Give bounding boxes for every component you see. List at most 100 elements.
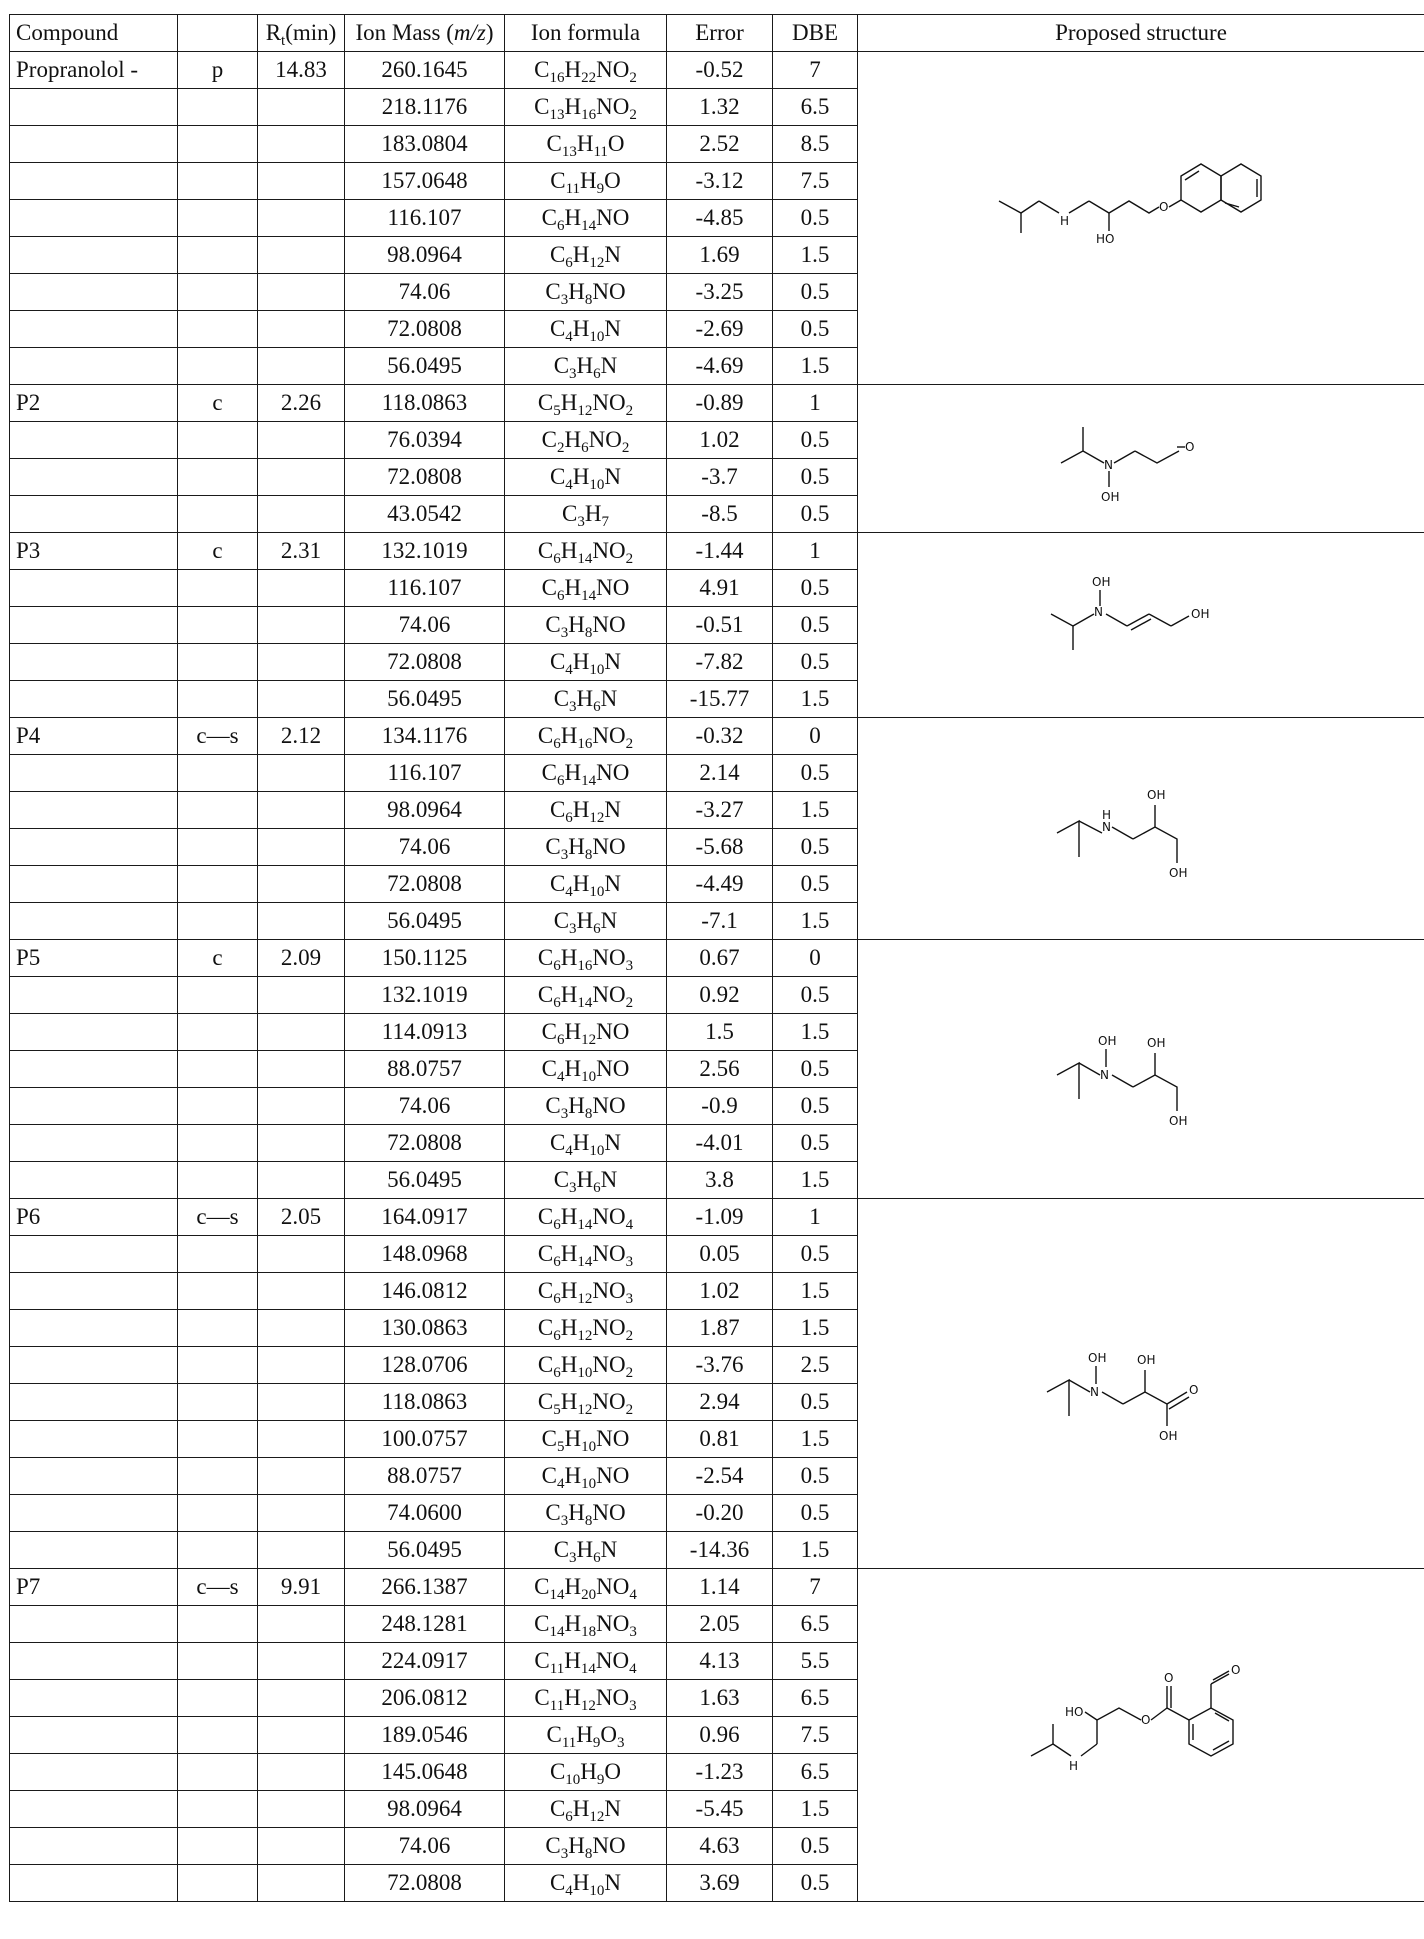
formula-element: C [534, 1685, 550, 1710]
formula-count: 6 [553, 1365, 561, 1381]
formula-element: C [534, 1611, 550, 1636]
formula-count: 14 [577, 1217, 593, 1233]
rt-cell [257, 1050, 345, 1088]
formula-element: C [562, 501, 578, 526]
compound-cell: Propranolol - [9, 51, 178, 89]
rt-cell [257, 1124, 345, 1162]
formula-count: 3 [569, 1550, 577, 1566]
formula-element: NO [592, 982, 626, 1007]
compound-cell [9, 1013, 178, 1051]
compound-cell [9, 680, 178, 718]
ion-formula-cell: C11H9O [504, 162, 667, 200]
compound-cell [9, 1531, 178, 1569]
formula-element: NO [592, 612, 626, 637]
error-cell: 3.8 [666, 1161, 773, 1199]
ion-mass-cell: 145.0648 [344, 1753, 505, 1791]
compound-cell: P6 [9, 1198, 178, 1236]
formula-element: H [568, 1093, 585, 1118]
ion-mass-cell: 116.107 [344, 754, 505, 792]
header-dbe: DBE [772, 14, 858, 52]
atom-label: O [1141, 1713, 1150, 1727]
formula-count: 10 [589, 884, 605, 900]
formula-count: 14 [549, 1587, 565, 1603]
formula-element: H [564, 1611, 582, 1636]
ion-mass-cell: 224.0917 [344, 1642, 505, 1680]
dbe-cell: 0.5 [772, 458, 858, 496]
compound-cell [9, 1494, 178, 1532]
formula-count: 2 [625, 736, 634, 752]
ion-formula-cell: C4H10NO [504, 1457, 667, 1495]
formula-count: 7 [601, 514, 609, 530]
formula-count: 14 [581, 773, 597, 789]
ion-formula-cell: C3H6N [504, 902, 667, 940]
formula-element: O [604, 1759, 622, 1784]
dbe-cell: 7 [772, 1568, 858, 1606]
formula-element: NO [592, 1833, 626, 1858]
error-cell: 1.5 [666, 1013, 773, 1051]
compound-cell: P7 [9, 1568, 178, 1606]
formula-count: 4 [565, 662, 573, 678]
atom-label: OH [1092, 575, 1110, 589]
formula-element: H [572, 649, 590, 674]
formula-element: H [564, 427, 582, 452]
compound-cell [9, 125, 178, 163]
code-cell [177, 1235, 258, 1273]
formula-count: 3 [560, 1106, 569, 1122]
dbe-cell: 1.5 [772, 1790, 858, 1828]
dbe-cell: 8.5 [772, 125, 858, 163]
formula-count: 12 [589, 810, 605, 826]
dbe-cell: 0.5 [772, 1864, 858, 1902]
formula-element: N [604, 797, 622, 822]
atom-label: H [1060, 214, 1069, 228]
compound-cell: P2 [9, 384, 178, 422]
formula-element: NO [596, 575, 630, 600]
formula-element: C [545, 612, 561, 637]
ion-formula-cell: C6H16NO2 [504, 717, 667, 755]
ion-formula-cell: C3H8NO [504, 828, 667, 866]
formula-count: 16 [577, 958, 593, 974]
error-cell: -3.7 [666, 458, 773, 496]
code-cell [177, 1494, 258, 1532]
formula-element: C [545, 834, 561, 859]
ion-mass-cell: 116.107 [344, 569, 505, 607]
formula-element: C [549, 464, 566, 489]
formula-element: H [564, 1426, 582, 1451]
ion-fragment-table: Compound Rt(min) Ion Mass (m/z) Ion form… [9, 14, 1424, 1902]
formula-element: C [537, 1315, 554, 1340]
error-cell: 1.87 [666, 1309, 773, 1347]
atom-label: OH [1169, 1114, 1187, 1128]
rt-cell [257, 495, 345, 533]
rt-cell [257, 162, 345, 200]
formula-element: H [560, 723, 578, 748]
compound-cell [9, 1087, 178, 1125]
formula-element: H [576, 353, 594, 378]
rt-cell [257, 88, 345, 126]
dbe-cell: 0.5 [772, 643, 858, 681]
formula-count: 3 [569, 366, 577, 382]
ion-mass-cell: 164.0917 [344, 1198, 505, 1236]
header-proposed-structure: Proposed structure [857, 14, 1424, 52]
dbe-cell: 1.5 [772, 236, 858, 274]
formula-element: NO [596, 94, 630, 119]
atom-label: OH [1147, 788, 1165, 802]
error-cell: 0.05 [666, 1235, 773, 1273]
ion-formula-cell: C6H16NO3 [504, 939, 667, 977]
formula-element: NO [592, 834, 626, 859]
p3-structure-icon: OH N OH [1050, 575, 1209, 650]
error-cell: -4.01 [666, 1124, 773, 1162]
rt-cell: 2.05 [257, 1198, 345, 1236]
error-cell: -7.1 [666, 902, 773, 940]
dbe-cell: 0.5 [772, 569, 858, 607]
rt-cell [257, 865, 345, 903]
error-cell: -0.32 [666, 717, 773, 755]
formula-count: 12 [577, 1402, 593, 1418]
